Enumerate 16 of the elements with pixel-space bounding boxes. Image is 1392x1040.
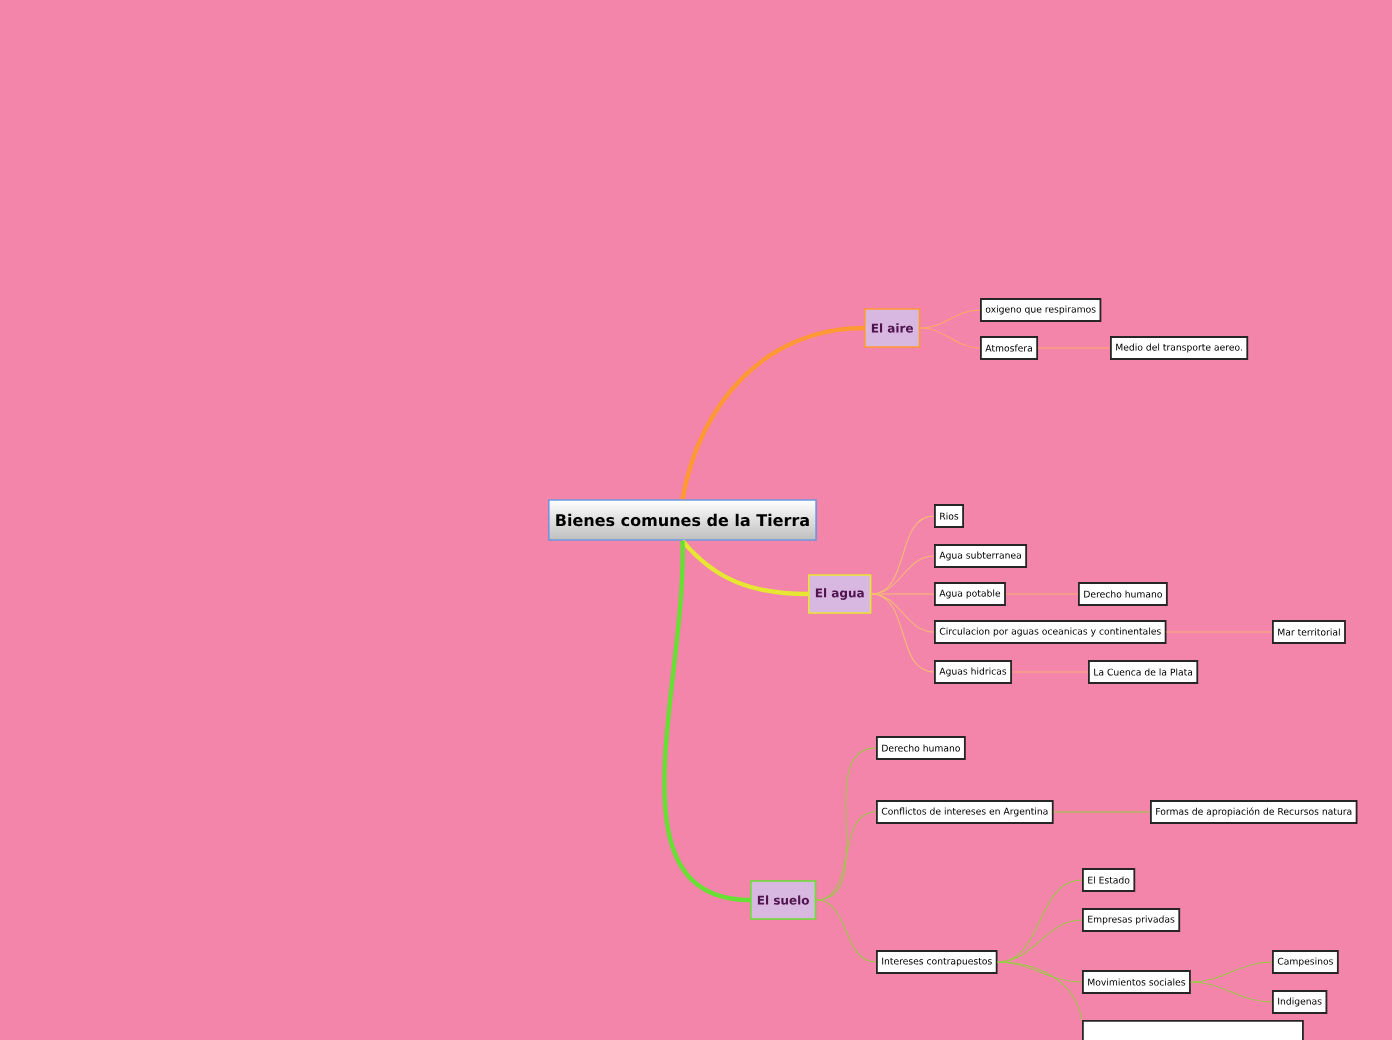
connector-line <box>1190 961 1273 983</box>
connector-line <box>919 309 981 329</box>
topic-box <box>1082 1020 1304 1040</box>
connector-line <box>997 961 1083 1021</box>
connector-line <box>815 899 877 963</box>
connector-line <box>1190 981 1273 1003</box>
connector-line <box>680 539 809 597</box>
connector-line <box>870 593 935 673</box>
connector-line <box>815 811 877 901</box>
connector-line <box>919 327 981 349</box>
root-box: Bienes comunes de la Tierra <box>548 499 817 541</box>
connector-line <box>680 325 865 500</box>
connector-line <box>997 919 1083 963</box>
connector-line <box>1053 811 1151 813</box>
connector-line <box>1037 347 1111 349</box>
connector-line <box>662 540 751 903</box>
